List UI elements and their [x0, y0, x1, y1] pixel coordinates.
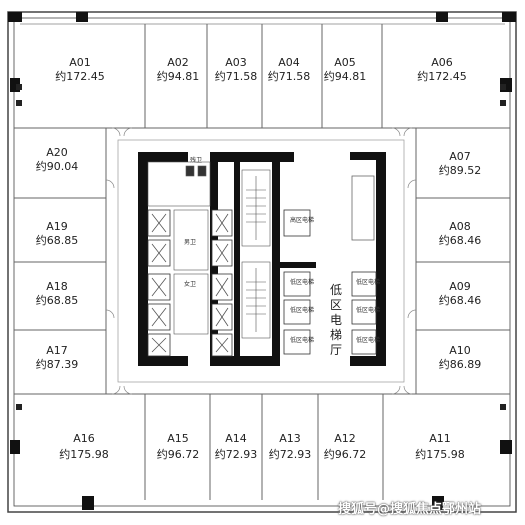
svg-text:女卫: 女卫: [184, 280, 196, 288]
unit-id: A17: [46, 344, 68, 357]
unit-area: 约172.45: [417, 70, 467, 83]
partition-walls: [14, 24, 510, 500]
stairwells: [241, 169, 271, 339]
unit-id: A16: [73, 432, 95, 445]
lobby-label: 低 区 电 梯 厅: [330, 283, 342, 357]
unit-id: A20: [46, 146, 68, 159]
unit-id: A15: [167, 432, 189, 445]
svg-text:梯: 梯: [330, 328, 342, 342]
door-swings: [105, 127, 417, 395]
unit-labels: A01 约172.45 A02 约94.81 A03 约71.58 A04 约7…: [36, 56, 482, 461]
unit-area: 约68.46: [439, 234, 482, 247]
unit-id: A12: [334, 432, 356, 445]
svg-text:低区电梯: 低区电梯: [356, 336, 380, 344]
unit-id: A18: [46, 280, 68, 293]
unit-area: 约172.45: [55, 70, 105, 83]
watermark: 搜狐号@搜狐焦点鄂州站: [338, 502, 482, 517]
unit-area: 约68.46: [439, 294, 482, 307]
unit-id: A08: [449, 220, 471, 233]
unit-area: 约90.04: [36, 160, 79, 173]
unit-id: A01: [69, 56, 91, 69]
unit-id: A02: [167, 56, 189, 69]
unit-area: 约96.72: [157, 448, 200, 461]
unit-id: A14: [225, 432, 247, 445]
svg-text:低: 低: [330, 283, 342, 297]
elevator-shafts-right: [283, 175, 377, 355]
svg-text:低区电梯: 低区电梯: [356, 278, 380, 286]
unit-area: 约96.72: [324, 448, 367, 461]
restroom-block: [147, 161, 211, 335]
unit-area: 约89.52: [439, 164, 482, 177]
svg-text:高区电梯: 高区电梯: [290, 216, 314, 224]
unit-id: A07: [449, 150, 471, 163]
unit-id: A04: [278, 56, 300, 69]
unit-area: 约72.93: [215, 448, 258, 461]
svg-text:电: 电: [330, 313, 342, 327]
fixture-icons: [16, 84, 506, 410]
svg-text:低区电梯: 低区电梯: [290, 278, 314, 286]
unit-id: A13: [279, 432, 301, 445]
unit-area: 约86.89: [439, 358, 482, 371]
svg-text:厅: 厅: [330, 343, 342, 357]
unit-area: 约175.98: [59, 448, 109, 461]
unit-id: A09: [449, 280, 471, 293]
unit-id: A06: [431, 56, 453, 69]
unit-area: 约71.58: [215, 70, 258, 83]
svg-text:低区电梯: 低区电梯: [356, 306, 380, 314]
svg-text:残卫: 残卫: [190, 156, 202, 164]
elevator-shafts-left: [147, 209, 233, 357]
unit-id: A05: [334, 56, 356, 69]
unit-area: 约175.98: [415, 448, 465, 461]
unit-area: 约87.39: [36, 358, 79, 371]
unit-id: A10: [449, 344, 471, 357]
unit-area: 约94.81: [157, 70, 200, 83]
svg-text:男卫: 男卫: [184, 239, 196, 246]
unit-area: 约68.85: [36, 234, 79, 247]
unit-area: 约94.81: [324, 70, 367, 83]
unit-id: A03: [225, 56, 247, 69]
unit-area: 约71.58: [268, 70, 311, 83]
unit-id: A11: [429, 432, 451, 445]
unit-area: 约72.93: [269, 448, 312, 461]
unit-area: 约68.85: [36, 294, 79, 307]
svg-text:低区电梯: 低区电梯: [290, 306, 314, 314]
shaft-labels: 高区电梯 低区电梯 低区电梯 低区电梯 低区电梯 低区电梯 低区电梯 残卫 男卫…: [184, 156, 380, 344]
unit-id: A19: [46, 220, 68, 233]
svg-text:区: 区: [330, 298, 342, 312]
svg-text:低区电梯: 低区电梯: [290, 336, 314, 344]
